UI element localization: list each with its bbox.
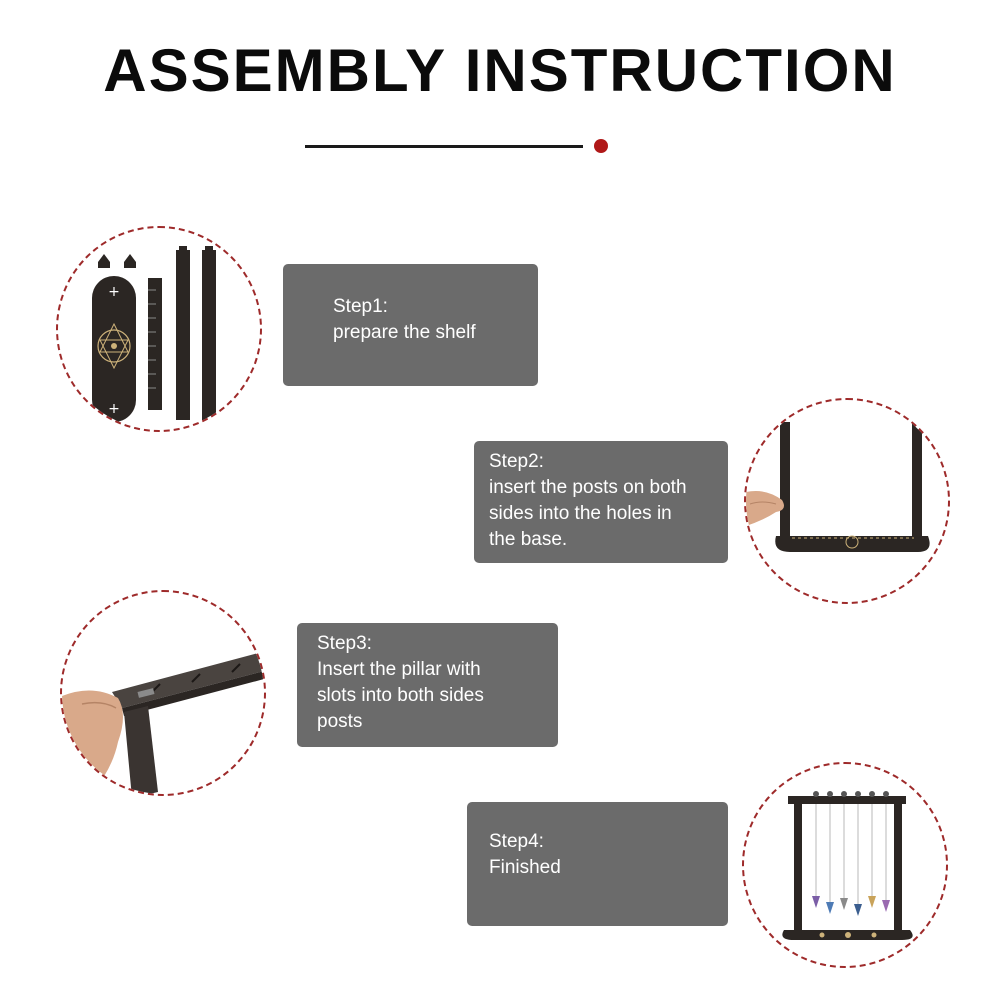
step1-illustration: + + [56,226,262,432]
shelf-parts-icon: + + [92,246,216,422]
page-title: ASSEMBLY INSTRUCTION [103,37,897,104]
step2-card: Step2: insert the posts on both sides in… [474,441,728,563]
title-accent-dot [594,139,608,153]
step1-text: prepare the shelf [333,322,476,343]
step3-heading: Step3: [317,633,372,654]
title-underline [305,145,583,148]
posts-in-base-icon [746,422,930,552]
step2-heading: Step2: [489,451,544,472]
slotted-pillar-icon [62,652,264,794]
svg-text:+: + [108,401,120,417]
svg-text:+: + [108,284,120,300]
step4-text: Finished [489,857,561,878]
step4-illustration [742,762,948,968]
step3-illustration [60,590,266,796]
finished-shelf-icon [782,791,913,940]
step4-heading: Step4: [489,831,544,852]
step1-card: Step1: prepare the shelf [283,264,538,386]
step2-illustration [744,398,950,604]
step3-text: Insert the pillar with slots into both s… [317,659,484,732]
step2-text: insert the posts on both sides into the … [489,477,687,550]
step1-heading: Step1: [333,296,388,317]
step3-card: Step3: Insert the pillar with slots into… [297,623,558,747]
step4-card: Step4: Finished [467,802,728,926]
